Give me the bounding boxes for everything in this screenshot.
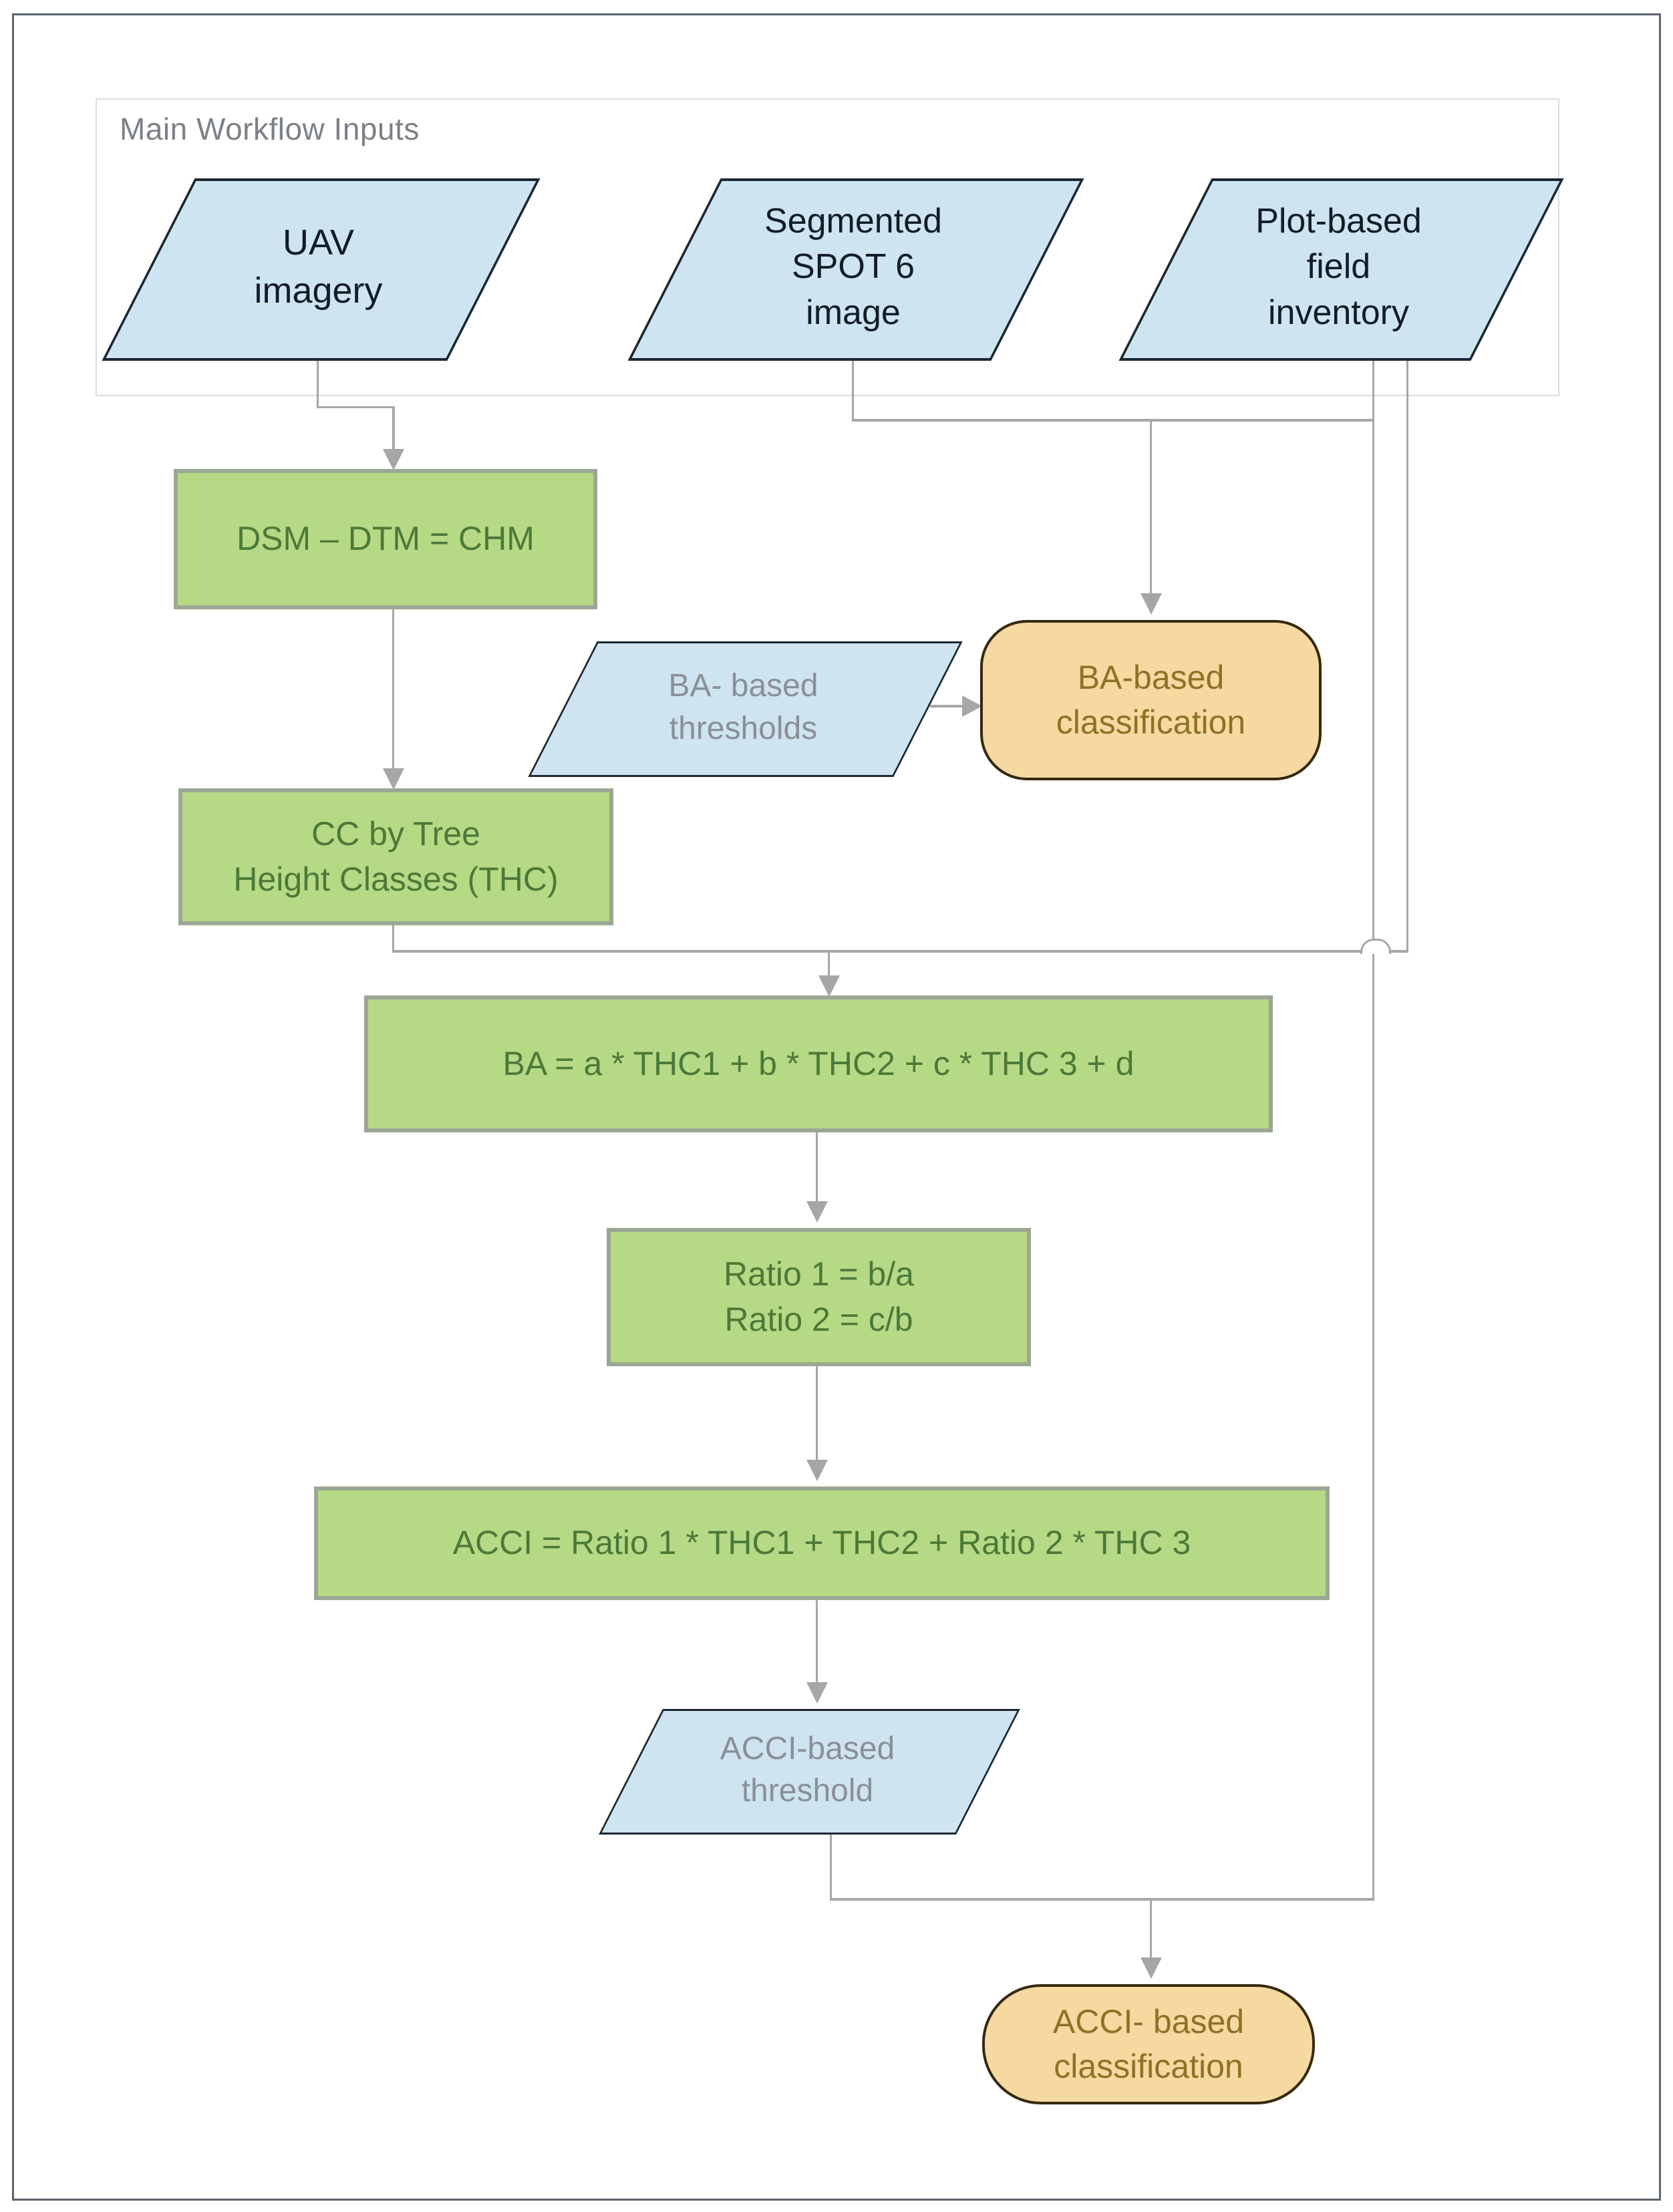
- node-cc-by-tree-height-classes: CC by Tree Height Classes (THC): [178, 788, 613, 925]
- connector-drop-to-acci-classification: [1150, 1901, 1152, 1959]
- connector-plot-long-vertical: [1372, 358, 1374, 1901]
- connector-acci-to-threshold: [816, 1599, 818, 1684]
- connector-plot-to-ba-equation: [1406, 358, 1408, 953]
- arrowhead-thresholds-icon: [962, 695, 982, 717]
- connector-spot-down: [852, 358, 854, 422]
- connector-cc-merge-horizontal: [392, 950, 1408, 953]
- node-dsm-dtm-chm: DSM – DTM = CHM: [174, 469, 597, 609]
- node-ba-based-classification: BA-based classification: [980, 620, 1322, 780]
- connector-uav-to-dsm: [392, 406, 395, 450]
- connector-uav-to-dsm: [317, 406, 394, 408]
- connector-dsm-to-cc: [392, 609, 394, 770]
- node-acci-equation: ACCI = Ratio 1 * THC1 + THC2 + Ratio 2 *…: [314, 1486, 1330, 1600]
- connector-cc-to-merge: [392, 925, 394, 953]
- line-crossing-hop: [1360, 939, 1391, 954]
- node-acci-based-threshold-label: ACCI-based threshold: [720, 1730, 895, 1808]
- node-ratios: Ratio 1 = b/a Ratio 2 = c/b: [607, 1228, 1031, 1366]
- connector-uav-to-dsm: [317, 355, 319, 408]
- arrowhead-into-ba-classification-icon: [1140, 593, 1162, 615]
- node-uav-imagery-label: UAV imagery: [254, 222, 383, 311]
- arrowhead-into-ba-equation-icon: [818, 975, 840, 997]
- arrowhead-into-acci-classification-icon: [1140, 1957, 1162, 1979]
- arrowhead-into-cc-icon: [383, 768, 404, 790]
- arrowhead-into-acci-threshold-icon: [806, 1682, 828, 1704]
- arrowhead-into-dsm-icon: [383, 449, 404, 470]
- node-acci-based-classification: ACCI- based classification: [982, 1984, 1315, 2104]
- connector-ratios-to-acci: [816, 1366, 818, 1461]
- connector-drop-to-ba-classification: [1150, 422, 1152, 595]
- container-title: Main Workflow Inputs: [120, 112, 420, 146]
- connector-drop-to-ba-equation: [828, 953, 830, 977]
- arrowhead-into-ratios-icon: [806, 1201, 828, 1223]
- arrowhead-into-acci-icon: [806, 1460, 828, 1481]
- connector-ba-equation-to-ratios: [816, 1132, 818, 1203]
- node-plot-based-field-inventory-label: Plot-based field inventory: [1255, 201, 1422, 332]
- connector-threshold-down: [830, 1831, 832, 1901]
- page-border: [12, 13, 1661, 2201]
- connector-bottom-merge-horizontal: [830, 1898, 1374, 1901]
- connector-thresholds-to-ba-classification: [930, 705, 963, 707]
- connector-spot-merge-horizontal: [852, 419, 1374, 422]
- node-ba-equation: BA = a * THC1 + b * THC2 + c * THC 3 + d: [364, 995, 1273, 1132]
- node-segmented-spot6-image-label: Segmented SPOT 6 image: [764, 201, 942, 332]
- node-ba-based-thresholds-label: BA- based thresholds: [668, 668, 818, 746]
